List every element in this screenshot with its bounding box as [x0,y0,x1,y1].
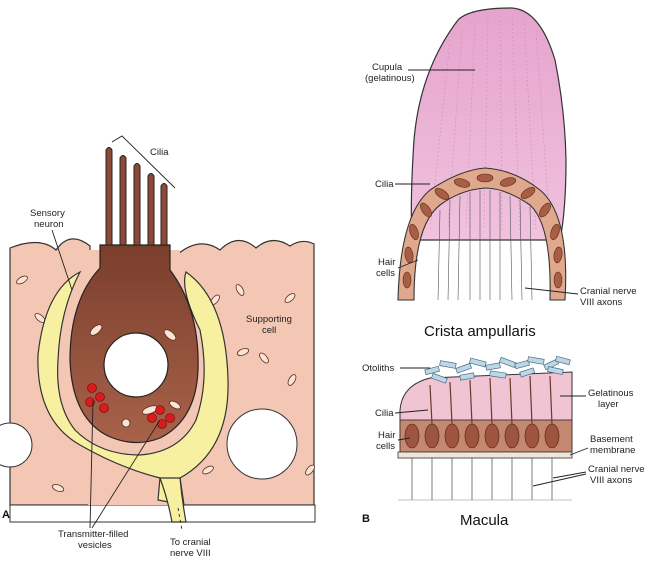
label-axons-crista-2: VIII axons [580,297,622,308]
basement-membrane [397,451,573,459]
supporting-nucleus-right [226,408,298,480]
crista-epithelium [397,167,567,301]
panel-letter-a: A [2,509,10,521]
label-gel-1: Gelatinous [588,388,634,399]
label-vesicles-1: Transmitter-filled [58,529,128,540]
label-nerve-2: nerve VIII [170,548,211,559]
crista-ampullaris-diagram [397,7,567,301]
label-cupula-1: Cupula [372,62,403,73]
label-cilia-crista: Cilia [375,179,394,190]
label-axons-macula-2: VIII axons [590,475,632,486]
sensory-neuron [37,270,229,506]
otoliths-layer [424,355,571,384]
nerve-fiber [159,477,187,523]
label-hair-macula-2: cells [376,441,395,452]
title-macula: Macula [460,512,509,529]
label-gel-2: layer [598,399,619,410]
supporting-nucleus-left [0,422,33,468]
label-hair-crista-2: cells [376,268,395,279]
label-axons-macula-1: Cranial nerve [588,464,645,475]
hair-cell-nucleus [103,332,169,398]
label-basement-1: Basement [590,434,633,445]
basal-band [9,504,316,523]
label-otoliths: Otoliths [362,363,394,374]
label-nerve-1: To cranial [170,537,211,548]
label-basement-2: membrane [590,445,635,456]
crista-hair-cells [402,173,563,289]
label-vesicles-2: vesicles [78,540,112,551]
cilia-bundle [105,147,168,246]
label-cupula-2: (gelatinous) [365,73,415,84]
label-axons-crista-1: Cranial nerve [580,286,637,297]
transmitter-vesicles [85,383,175,429]
title-crista: Crista ampullaris [424,323,536,340]
panel-letter-b: B [362,513,370,525]
label-hair-crista-1: Hair [378,257,395,268]
panel-a-cell-diagram [0,135,316,523]
label-hair-macula-1: Hair [378,430,395,441]
label-sensory-neuron-2: neuron [34,219,64,230]
label-cilia-macula: Cilia [375,408,394,419]
label-sensory-neuron-1: Sensory [30,208,65,219]
label-supporting-cell-2: cell [262,325,276,336]
label-supporting-cell-1: Supporting [246,314,292,325]
label-cilia-a: Cilia [150,147,169,158]
macula-diagram [397,355,573,501]
